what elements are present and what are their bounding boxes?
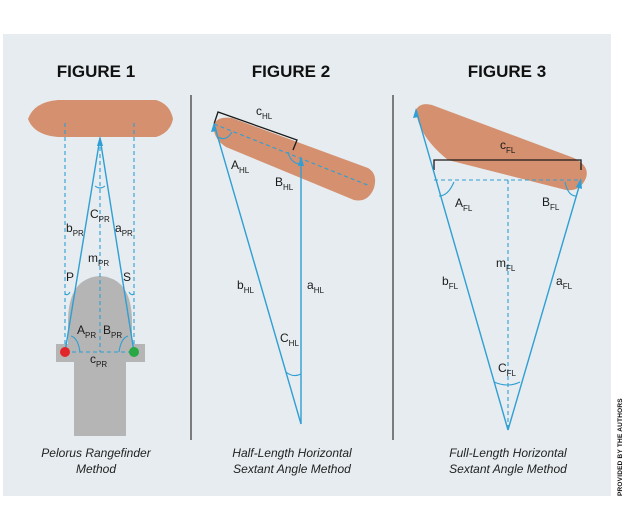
label-c-hl: cHL	[256, 104, 273, 121]
bracket-c-hl	[213, 111, 298, 151]
target-ship-1	[28, 100, 173, 137]
figure-3-caption-line2: Sextant Angle Method	[449, 462, 567, 476]
figure-3-caption-line1: Full-Length Horizontal	[449, 446, 567, 460]
label-m-pr: mPR	[88, 251, 109, 268]
label-c-pr: cPR	[90, 352, 107, 369]
figure-1-caption-line1: Pelorus Rangefinder	[41, 446, 151, 460]
ray-a-pr	[99, 137, 135, 353]
label-a-pr: aPR	[115, 221, 133, 238]
figure-3: FIGURE 3 cFL AFL BFL mFL bFL aFL CFL Ful…	[413, 62, 587, 476]
label-c-pr-angle: CPR	[90, 207, 110, 224]
label-a-pr-angle: APR	[77, 323, 96, 340]
figure-1-caption-line2: Method	[76, 462, 116, 476]
ray-b-hl	[213, 123, 302, 425]
figure-1: FIGURE 1 bPR CPR aPR mPR P S A	[28, 62, 173, 476]
starboard-light	[129, 347, 139, 357]
target-ship-3	[416, 104, 587, 191]
figure-2-title: FIGURE 2	[252, 62, 330, 81]
label-b-fl-angle: BFL	[542, 195, 560, 212]
label-s: S	[123, 270, 131, 284]
label-m-fl: mFL	[496, 256, 516, 273]
label-p: P	[66, 270, 74, 284]
label-b-pr: bPR	[66, 221, 84, 238]
figure-3-title: FIGURE 3	[468, 62, 546, 81]
label-b-hl: bHL	[237, 278, 254, 295]
label-a-hl: aHL	[307, 278, 324, 295]
ray-b-pr	[64, 137, 101, 353]
port-light	[60, 347, 70, 357]
label-c-hl-angle: CHL	[280, 331, 299, 348]
figure-2: FIGURE 2 cHL AHL BHL bHL aHL CHL Half-Le…	[211, 62, 376, 476]
label-b-fl: bFL	[442, 274, 459, 291]
figure-1-title: FIGURE 1	[57, 62, 135, 81]
target-ship-2	[213, 117, 376, 201]
bracket-c-fl	[433, 159, 582, 170]
label-c-fl: cFL	[500, 138, 516, 155]
label-c-fl-angle: CFL	[498, 361, 517, 378]
figure-2-caption-line1: Half-Length Horizontal	[232, 446, 352, 460]
figure-2-caption-line2: Sextant Angle Method	[233, 462, 351, 476]
label-b-hl-angle: BHL	[275, 175, 294, 192]
ray-b-fl	[415, 109, 509, 431]
label-a-hl-angle: AHL	[231, 158, 250, 175]
label-a-fl: aFL	[556, 274, 573, 291]
label-a-fl-angle: AFL	[455, 196, 473, 213]
label-b-pr-angle: BPR	[103, 323, 122, 340]
ray-a-fl	[507, 179, 582, 431]
credit-text: PROVIDED BY THE AUTHORS	[617, 398, 624, 496]
